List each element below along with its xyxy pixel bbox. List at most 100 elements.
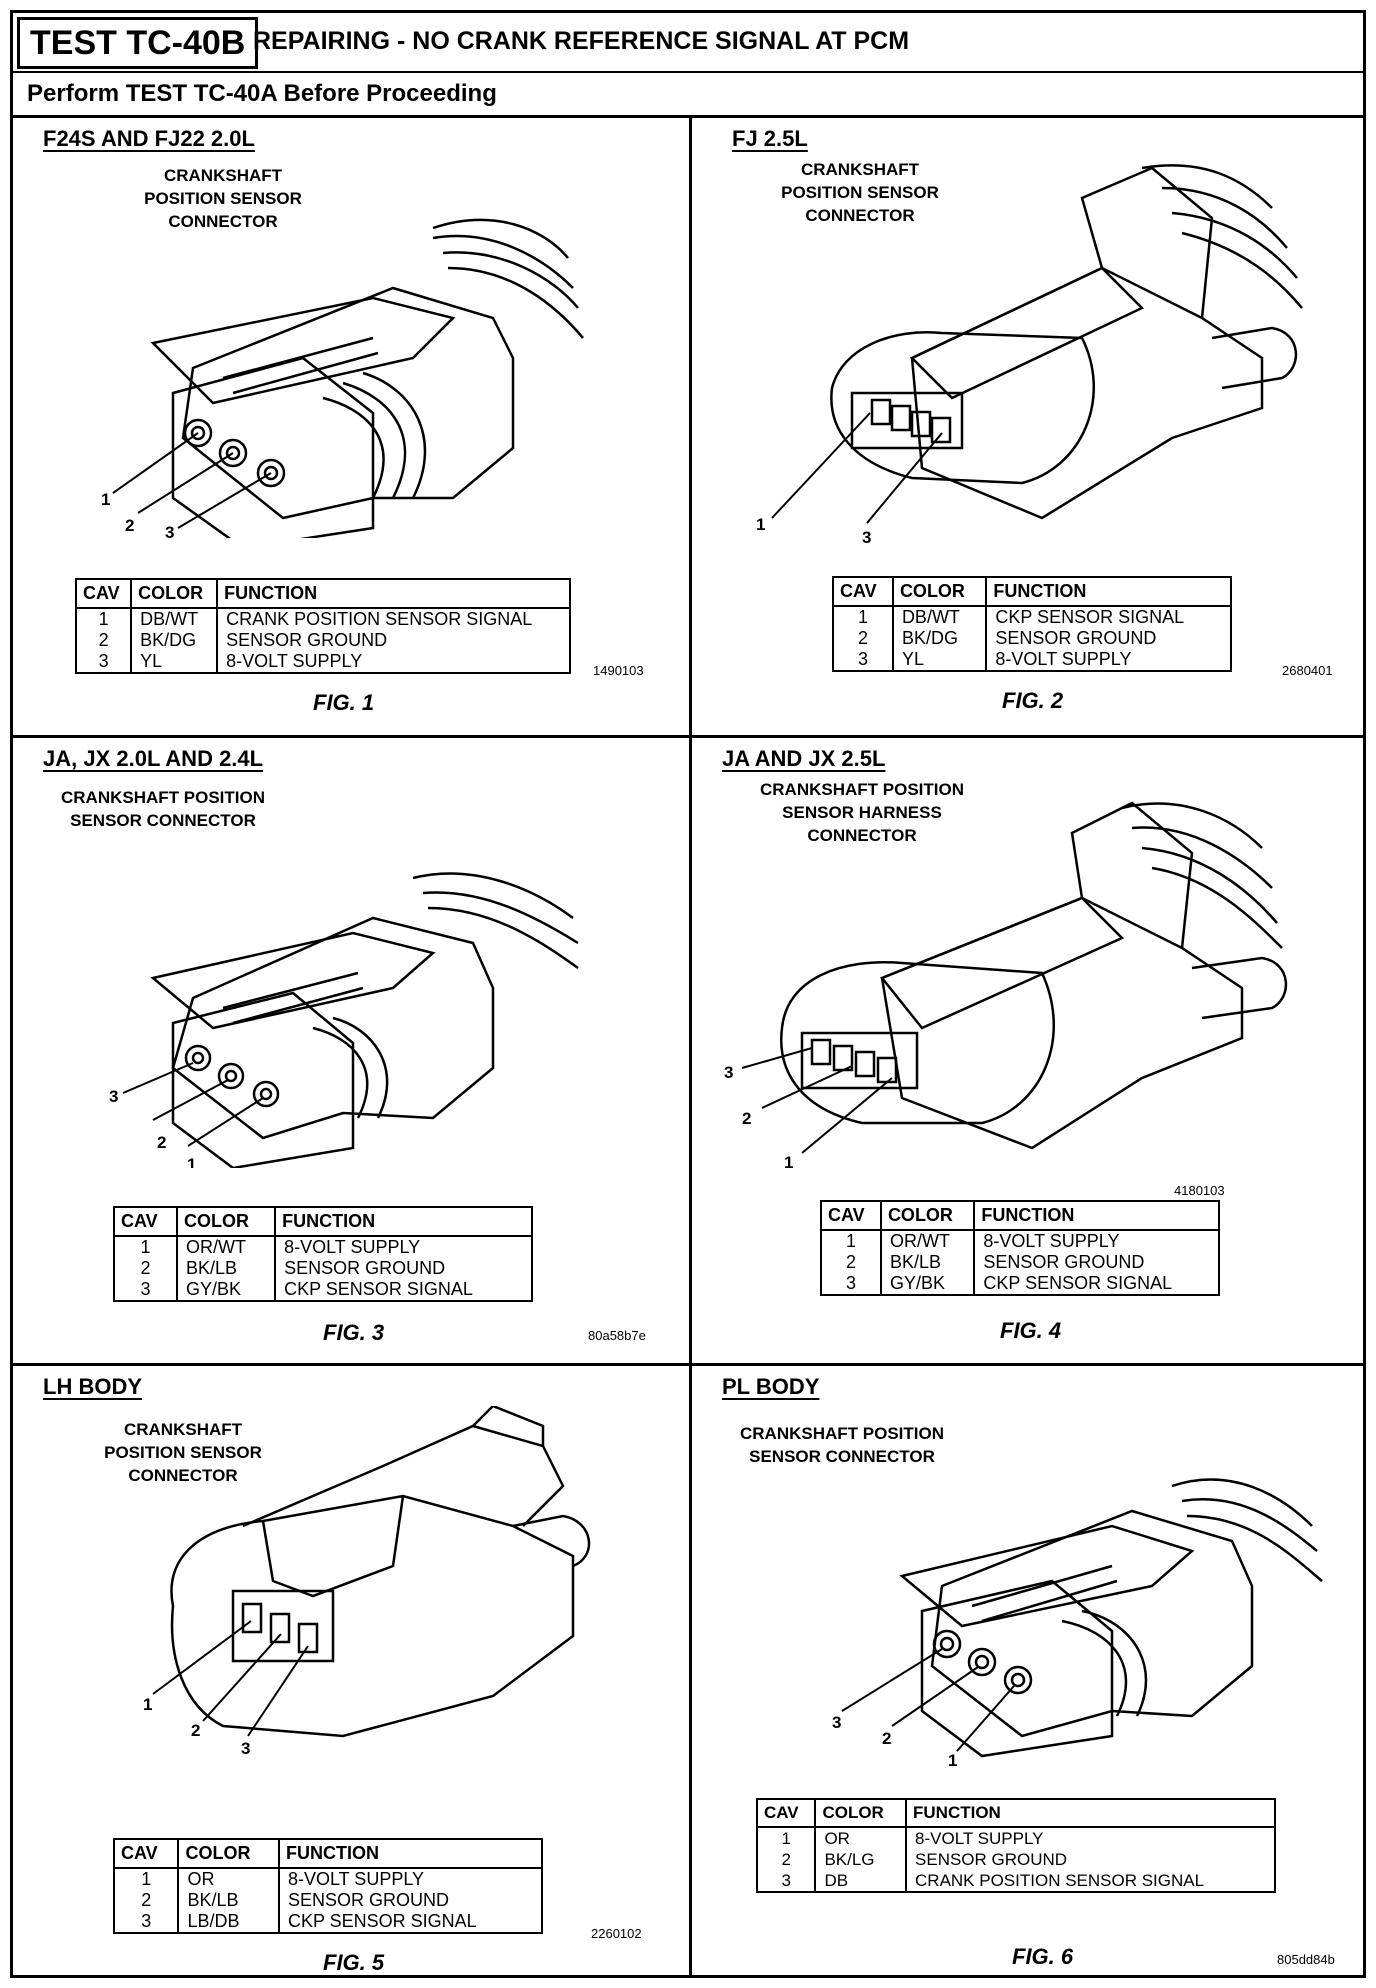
cell-cav: 2 [820,1252,882,1273]
oval-connector-drawing: 1 3 [756,164,1303,547]
cell-cav: 1 [112,1868,180,1890]
cell-cav: 2 [113,1258,178,1279]
cell-function: SENSOR GROUND [216,630,571,651]
cell-function: SENSOR GROUND [973,1252,1220,1273]
cell-color: BK/LB [175,1258,277,1279]
cell-function: SENSOR GROUND [985,628,1232,649]
pin-callout: 3 [862,528,871,547]
callout-leader-1 [112,432,199,494]
figure-code: 2260102 [591,1926,642,1941]
callout-leader-3 [122,1062,194,1094]
prerequisite-text: Perform TEST TC-40A Before Proceeding [27,80,497,107]
cell-cav: 3 [113,1279,178,1302]
cell-color: DB [814,1870,908,1893]
cell-function: CKP SENSOR SIGNAL [985,606,1232,628]
cell-color: YL [891,649,988,672]
test-header: TEST TC-40B REPAIRING - NO CRANK REFEREN… [13,13,1363,73]
col-function: FUNCTION [216,578,571,609]
col-color: COLOR [891,576,988,607]
figure-code: 4180103 [1174,1183,1225,1198]
callout-leader-1 [801,1077,893,1154]
connector-label: CRANKSHAFT POSITION SENSOR CONNECTOR [104,1420,262,1485]
callout-leader-3 [741,1047,813,1069]
cell-color: DB/WT [891,606,988,628]
cell-cav: 3 [74,651,133,674]
cell-cav: 3 [755,1870,817,1893]
cell-cav: 1 [113,1236,178,1258]
pin-callout: 3 [109,1087,118,1106]
col-color: COLOR [130,578,219,609]
figure-label: FIG. 1 [313,690,375,715]
col-cav: CAV [755,1798,817,1828]
callout-leader-2 [891,1666,979,1727]
oval-connector-drawing: 3 2 1 [724,801,1288,1172]
panel-fig-2: FJ 2.5L CRANKSHAFT POSITION SENSOR CONNE… [692,118,1369,735]
col-cav: CAV [112,1838,180,1869]
figure-code: 1490103 [593,663,644,678]
cell-color: GY/BK [175,1279,277,1302]
connector-label: CRANKSHAFT POSITION SENSOR CONNECTOR [61,788,265,830]
pin-callout: 3 [165,523,174,538]
three-pin-connector-drawing: 1 2 3 [101,218,584,538]
figure-label: FIG. 2 [1002,688,1064,713]
cell-function: 8-VOLT SUPPLY [274,1236,533,1258]
cell-function: CRANK POSITION SENSOR SIGNAL [216,608,571,630]
panel-fig-6: PL BODY CRANKSHAFT POSITION SENSOR CONNE… [692,1366,1369,1975]
panel-title: LH BODY [43,1374,142,1399]
cell-function: CKP SENSOR SIGNAL [973,1273,1220,1296]
cell-color: DB/WT [130,608,219,630]
callout-leader-3 [247,1645,309,1737]
pin-callout: 1 [784,1153,793,1172]
panel-title: F24S AND FJ22 2.0L [43,126,255,151]
grid-divider-row1 [13,735,1363,738]
pin-callout: 2 [882,1729,891,1748]
callout-leader-2 [761,1065,853,1109]
col-color: COLOR [175,1206,277,1237]
col-cav: CAV [74,578,133,609]
figure-code: 805dd84b [1277,1952,1335,1967]
panel-title: FJ 2.5L [732,126,808,151]
callout-leader-1 [956,1685,1015,1752]
cell-color: BK/DG [130,630,219,651]
pin-callout: 1 [756,515,765,534]
col-function: FUNCTION [973,1200,1220,1231]
test-title: REPAIRING - NO CRANK REFERENCE SIGNAL AT… [253,27,910,55]
col-cav: CAV [113,1206,178,1237]
cell-function: SENSOR GROUND [905,1849,1276,1870]
cell-cav: 1 [755,1827,817,1849]
pin-callout: 1 [948,1751,957,1770]
test-id: TEST TC-40B [17,17,259,69]
col-color: COLOR [814,1798,908,1828]
figure-label: FIG. 5 [323,1950,385,1975]
cell-color: GY/BK [879,1273,976,1296]
cell-function: 8-VOLT SUPPLY [277,1868,544,1890]
cell-color: YL [130,651,219,674]
cell-cav: 2 [832,628,894,649]
cell-color: BK/DG [891,628,988,649]
cell-cav: 3 [112,1911,180,1934]
connector-label: CRANKSHAFT POSITION SENSOR CONNECTOR [144,166,302,231]
pin-callout: 2 [125,516,134,535]
figure-code: 2680401 [1282,663,1333,678]
connector-label: CRANKSHAFT POSITION SENSOR HARNESS CONNE… [760,780,964,845]
callout-leader-3 [177,472,272,529]
pin-callout: 1 [187,1155,196,1168]
panel-fig-3: JA, JX 2.0L AND 2.4L CRANKSHAFT POSITION… [13,738,689,1363]
figure-code: 80a58b7e [588,1328,646,1343]
col-function: FUNCTION [274,1206,533,1237]
cell-cav: 2 [74,630,133,651]
figure-label: FIG. 3 [323,1320,385,1345]
callout-leader-2 [152,1079,229,1121]
callout-leader-1 [187,1097,264,1147]
callout-leader-2 [202,1633,282,1722]
test-sheet: TEST TC-40B REPAIRING - NO CRANK REFEREN… [10,10,1366,1978]
pin-callout: 2 [157,1133,166,1152]
pin-callout: 3 [832,1713,841,1732]
panel-title: JA AND JX 2.5L [722,746,886,771]
grid-divider-row2 [13,1363,1363,1366]
